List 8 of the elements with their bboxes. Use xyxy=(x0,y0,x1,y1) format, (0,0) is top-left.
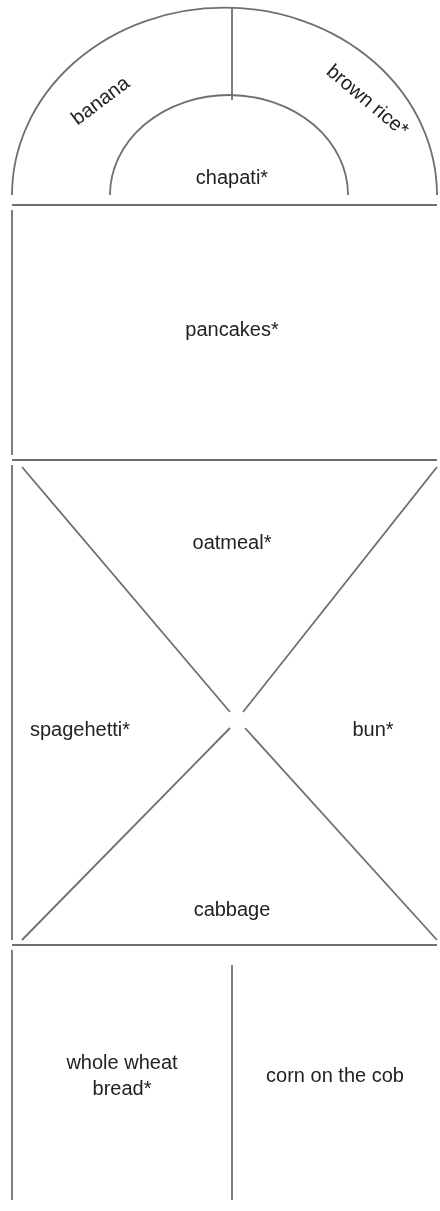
food-label: corn on the cob xyxy=(250,1062,420,1088)
food-label: cabbage xyxy=(193,896,271,922)
food-label: whole wheat bread* xyxy=(37,1049,207,1101)
food-label: oatmeal* xyxy=(192,529,272,555)
food-label: pancakes* xyxy=(185,316,279,342)
food-label: chapati* xyxy=(195,164,269,190)
food-label: bun* xyxy=(352,716,394,742)
food-label: spagehetti* xyxy=(29,716,131,742)
